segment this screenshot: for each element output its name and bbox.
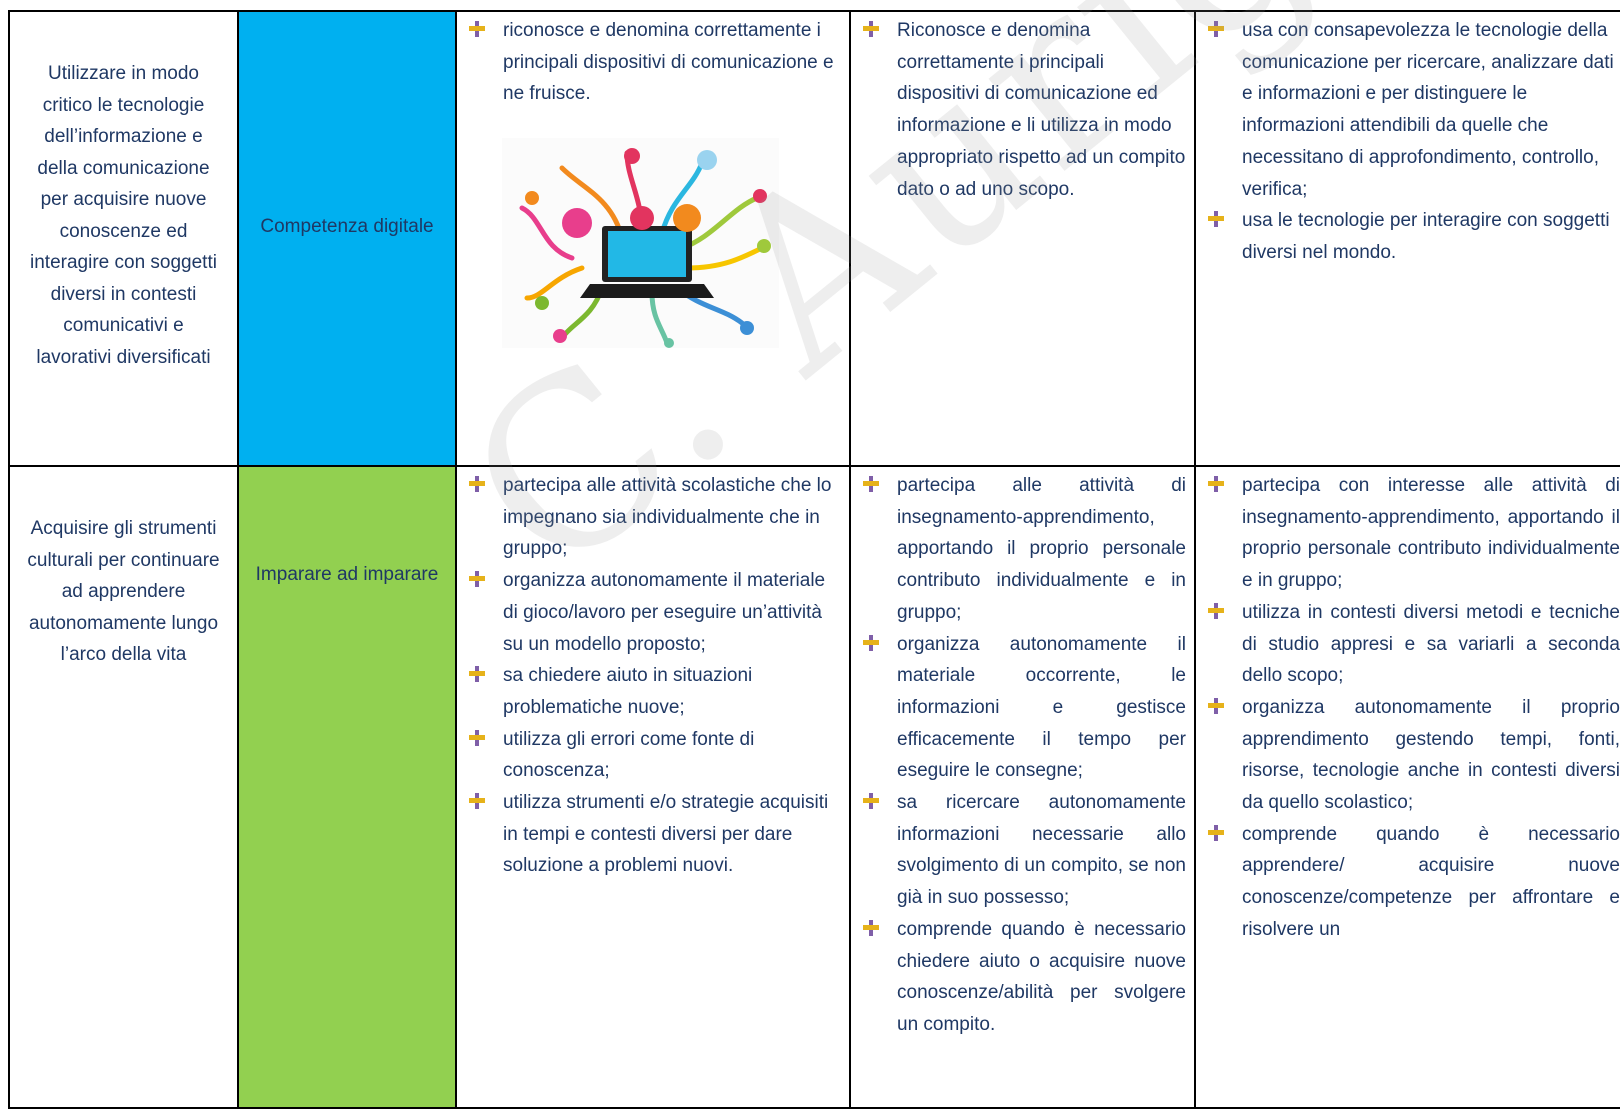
bullet-icon [1208, 211, 1224, 228]
list-item: comprende quando è necessario apprendere… [1204, 819, 1620, 946]
descriptor-list: partecipa alle attività di insegnamento-… [851, 467, 1194, 1041]
descriptor-text: partecipa con interesse alle attività di… [1242, 475, 1620, 592]
level-cell: partecipa con interesse alle attività di… [1194, 465, 1620, 1109]
bullet-icon [469, 21, 485, 37]
descriptor-list: riconosce e denomina correttamente i pri… [457, 12, 849, 110]
bullet-icon [469, 729, 485, 746]
list-item: riconosce e denomina correttamente i pri… [465, 15, 841, 110]
bullet-icon [1208, 602, 1224, 619]
competence-cell: Imparare ad imparare [237, 465, 457, 1109]
level-cell: Riconosce e denomina correttamente i pri… [849, 10, 1196, 467]
descriptor-list: usa con consapevolezza le tecnologie del… [1196, 12, 1620, 269]
competence-label: Imparare ad imparare [255, 564, 439, 585]
list-item: partecipa alle attività scolastiche che … [465, 470, 841, 565]
list-item: organizza autonomamente il proprio appre… [1204, 692, 1620, 819]
competence-table: Utilizzare in modo critico le tecnologie… [8, 10, 1620, 1109]
bullet-icon [1208, 476, 1224, 492]
level-cell: usa con consapevolezza le tecnologie del… [1194, 10, 1620, 467]
bullet-icon [1208, 21, 1224, 37]
descriptor-text: utilizza strumenti e/o strategie acquisi… [503, 792, 829, 877]
level-cell: partecipa alle attività di insegnamento-… [849, 465, 1196, 1109]
bullet-icon [863, 919, 879, 936]
descriptor-text: partecipa alle attività di insegnamento-… [897, 475, 1186, 623]
descriptor-text: sa chiedere aiuto in situazioni problema… [503, 665, 753, 718]
document-page: Utilizzare in modo critico le tecnologie… [8, 0, 1620, 1109]
competence-cell: Competenza digitale [237, 10, 457, 467]
table-row: Utilizzare in modo critico le tecnologie… [8, 10, 1620, 467]
list-item: usa le tecnologie per interagire con sog… [1204, 205, 1620, 268]
bullet-icon [469, 793, 485, 810]
list-item: organizza autonomamente il materiale di … [465, 565, 841, 660]
descriptor-text: comprende quando è necessario apprendere… [1242, 823, 1620, 940]
bullet-icon [863, 634, 879, 651]
list-item: organizza autonomamente il materiale occ… [859, 629, 1186, 788]
table-row: Acquisire gli strumenti culturali per co… [8, 465, 1620, 1109]
digital-network-laptop-icon [502, 138, 779, 349]
list-item: partecipa con interesse alle attività di… [1204, 470, 1620, 597]
bullet-icon [863, 476, 879, 492]
goal-cell: Utilizzare in modo critico le tecnologie… [8, 10, 239, 467]
goal-text: Utilizzare in modo critico le tecnologie… [30, 63, 217, 368]
descriptor-list: Riconosce e denomina correttamente i pri… [851, 12, 1194, 205]
descriptor-list: partecipa alle attività scolastiche che … [457, 467, 849, 882]
list-item: usa con consapevolezza le tecnologie del… [1204, 15, 1620, 205]
bullet-icon [1208, 697, 1224, 714]
list-item: utilizza gli errori come fonte di conosc… [465, 724, 841, 787]
list-item: sa ricercare autonomamente informazioni … [859, 787, 1186, 914]
bullet-icon [863, 21, 879, 37]
bullet-icon [863, 793, 879, 810]
bullet-icon [1208, 824, 1224, 841]
competence-label: Competenza digitale [260, 216, 434, 237]
descriptor-text: Riconosce e denomina correttamente i pri… [897, 20, 1186, 200]
goal-cell: Acquisire gli strumenti culturali per co… [8, 465, 239, 1109]
goal-text: Acquisire gli strumenti culturali per co… [27, 518, 220, 665]
descriptor-text: organizza autonomamente il materiale di … [503, 570, 826, 655]
descriptor-text: usa le tecnologie per interagire con sog… [1242, 210, 1610, 263]
bullet-icon [469, 571, 485, 588]
list-item: sa chiedere aiuto in situazioni problema… [465, 660, 841, 723]
descriptor-list: partecipa con interesse alle attività di… [1196, 467, 1620, 946]
list-item: Riconosce e denomina correttamente i pri… [859, 15, 1186, 205]
list-item: utilizza in contesti diversi metodi e te… [1204, 597, 1620, 692]
descriptor-text: utilizza gli errori come fonte di conosc… [503, 728, 755, 782]
bullet-icon [469, 476, 485, 492]
descriptor-text: usa con consapevolezza le tecnologie del… [1242, 20, 1614, 200]
descriptor-text: sa ricercare autonomamente informazioni … [897, 792, 1186, 909]
descriptor-text: organizza autonomamente il proprio appre… [1242, 696, 1620, 814]
bullet-icon [469, 666, 485, 683]
list-item: partecipa alle attività di insegnamento-… [859, 470, 1186, 629]
descriptor-text: partecipa alle attività scolastiche che … [503, 475, 832, 560]
level-cell: riconosce e denomina correttamente i pri… [455, 10, 851, 467]
list-item: utilizza strumenti e/o strategie acquisi… [465, 787, 841, 882]
descriptor-text: riconosce e denomina correttamente i pri… [503, 20, 834, 105]
level-cell: partecipa alle attività scolastiche che … [455, 465, 851, 1109]
descriptor-text: comprende quando è necessario chiedere a… [897, 918, 1186, 1035]
descriptor-text: utilizza in contesti diversi metodi e te… [1242, 601, 1620, 687]
descriptor-text: organizza autonomamente il materiale occ… [897, 633, 1186, 782]
list-item: comprende quando è necessario chiedere a… [859, 914, 1186, 1041]
